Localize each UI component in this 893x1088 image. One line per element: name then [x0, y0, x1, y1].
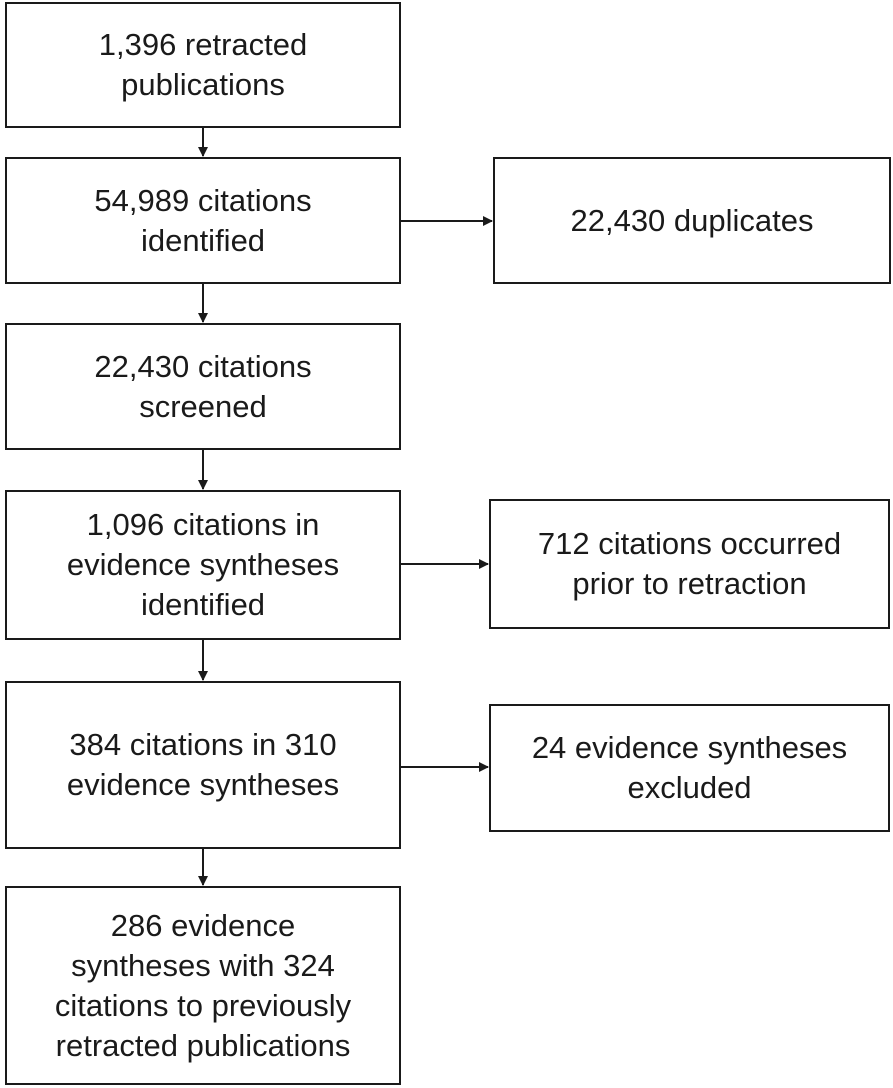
final-evidence-syntheses-text: 286 evidence syntheses with 324 citation…: [54, 907, 352, 1063]
syntheses-excluded-text: 24 evidence syntheses excluded: [531, 730, 848, 805]
prior-to-retraction-text: 712 citations occurred prior to retracti…: [537, 526, 842, 601]
retracted-publications-box: 1,396 retracted publications: [5, 2, 401, 128]
duplicates-text: 22,430 duplicates: [570, 202, 814, 238]
syntheses-excluded-box: 24 evidence syntheses excluded: [489, 704, 890, 832]
citations-identified-text: 54,989 citations identified: [94, 182, 312, 258]
citations-identified-box: 54,989 citations identified: [5, 157, 401, 284]
citations-screened-box: 22,430 citations screened: [5, 323, 401, 450]
citations-screened-text: 22,430 citations screened: [94, 348, 312, 424]
retracted-publications-text: 1,396 retracted publications: [98, 27, 308, 102]
prior-to-retraction-box: 712 citations occurred prior to retracti…: [489, 499, 890, 629]
citations-in-310-syntheses-box: 384 citations in 310 evidence syntheses: [5, 681, 401, 849]
citations-in-evidence-syntheses-box: 1,096 citations in evidence syntheses id…: [5, 490, 401, 640]
duplicates-box: 22,430 duplicates: [493, 157, 891, 284]
citations-in-310-syntheses-text: 384 citations in 310 evidence syntheses: [66, 727, 340, 802]
final-evidence-syntheses-box: 286 evidence syntheses with 324 citation…: [5, 886, 401, 1085]
citations-in-evidence-syntheses-text: 1,096 citations in evidence syntheses id…: [66, 507, 340, 622]
